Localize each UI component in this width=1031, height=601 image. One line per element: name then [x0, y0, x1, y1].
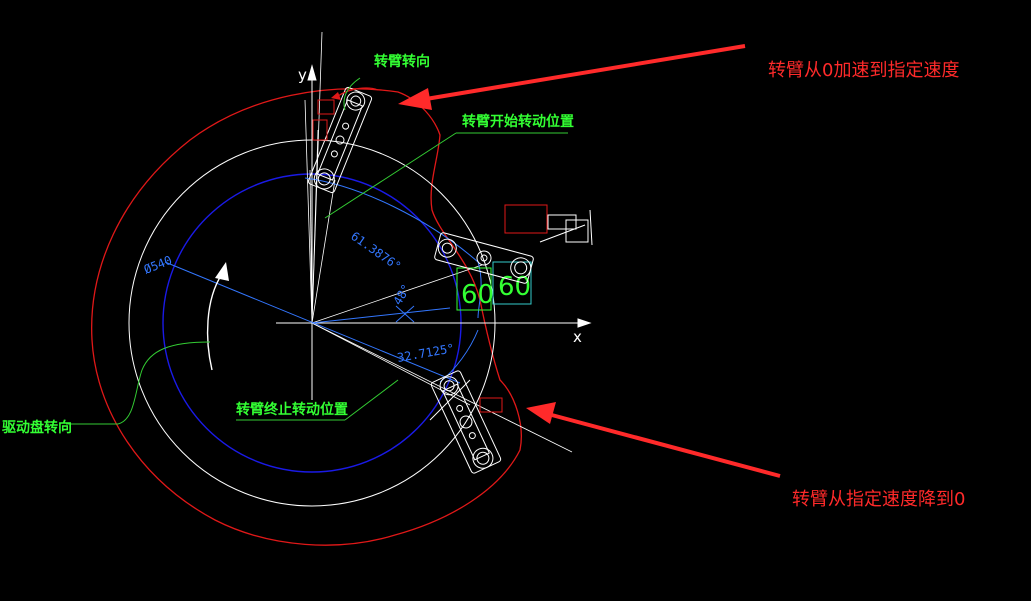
arm-reference-lines	[304, 31, 573, 453]
disk-rotation-direction-label: 驱动盘转向	[2, 419, 72, 436]
decelerate-callout: 转臂从指定速度降到0	[792, 489, 965, 510]
arm-mechanism-top	[307, 86, 373, 194]
arm-mechanism-middle	[434, 204, 593, 284]
accelerate-callout: 转臂从0加速到指定速度	[768, 60, 959, 81]
y-axis-label: y	[298, 66, 307, 84]
boxed-dimension-left: 60	[461, 280, 494, 310]
angle-marker	[395, 305, 415, 323]
arm-rotation-arrow-icon	[331, 87, 379, 100]
arm-rotation-direction-label: 转臂转向	[374, 53, 430, 70]
outer-cam-profile	[91, 88, 522, 546]
arm-stop-position-label: 转臂终止转动位置	[236, 401, 348, 418]
arm-start-position-label: 转臂开始转动位置	[462, 113, 574, 130]
callout-arrow-accelerate	[398, 44, 746, 110]
x-axis-label: x	[573, 328, 582, 346]
leader-lines	[66, 77, 568, 425]
callout-arrow-decelerate	[526, 402, 781, 478]
coordinate-axes	[276, 64, 592, 400]
disk-rotation-arrow-icon	[206, 262, 229, 371]
arm-mechanism-bottom	[429, 370, 503, 474]
